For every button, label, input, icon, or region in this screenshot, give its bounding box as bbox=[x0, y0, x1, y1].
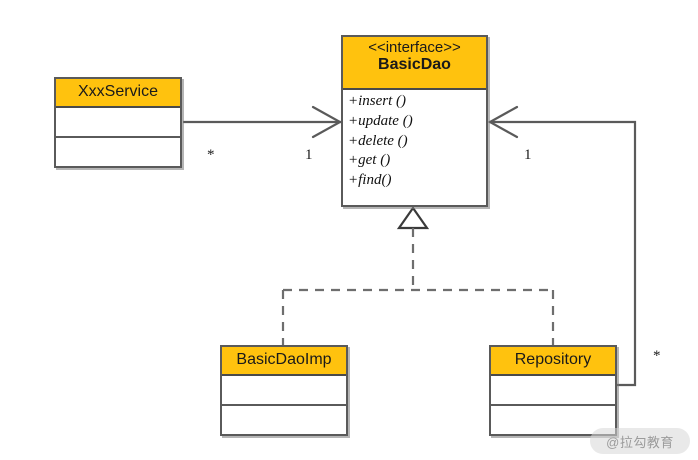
stereotype-label-basic-dao: <<interface>> bbox=[368, 39, 461, 56]
multiplicity-service-side: * bbox=[207, 147, 215, 163]
attributes-compartment-basic-dao-imp bbox=[222, 376, 346, 406]
class-name-basic-dao: BasicDao bbox=[378, 56, 451, 74]
association-service-to-dao bbox=[183, 105, 343, 139]
class-box-xxx-service[interactable]: XxxService bbox=[54, 77, 182, 168]
attributes-compartment-xxx-service bbox=[56, 108, 180, 138]
class-name-xxx-service: XxxService bbox=[56, 79, 180, 108]
method-update: +update () bbox=[348, 112, 413, 129]
attributes-compartment-repository bbox=[491, 376, 615, 406]
class-name-repository: Repository bbox=[491, 347, 615, 376]
realization-dashed-lines bbox=[281, 228, 555, 345]
class-box-basic-dao-imp[interactable]: BasicDaoImp bbox=[220, 345, 348, 436]
methods-compartment-xxx-service bbox=[56, 138, 180, 166]
association-repository-to-dao bbox=[487, 105, 637, 387]
class-box-basic-dao[interactable]: <<interface>> BasicDao +insert () +updat… bbox=[341, 35, 488, 207]
multiplicity-dao-side-left: 1 bbox=[305, 147, 313, 163]
method-insert: +insert () bbox=[348, 93, 407, 109]
class-box-repository[interactable]: Repository bbox=[489, 345, 617, 436]
class-name-basic-dao-imp: BasicDaoImp bbox=[222, 347, 346, 376]
multiplicity-repository-side: * bbox=[653, 348, 661, 364]
method-delete: +delete () bbox=[348, 132, 408, 149]
methods-compartment-basic-dao: +insert () +update () +delete () +get ()… bbox=[343, 90, 486, 205]
methods-compartment-basic-dao-imp bbox=[222, 406, 346, 434]
methods-compartment-repository bbox=[491, 406, 615, 434]
method-get: +get () bbox=[348, 152, 391, 169]
multiplicity-dao-side-right: 1 bbox=[524, 147, 532, 163]
watermark: @拉勾教育 bbox=[590, 428, 690, 454]
class-header-basic-dao: <<interface>> BasicDao bbox=[343, 37, 486, 90]
realization-triangle-icon bbox=[396, 206, 430, 230]
method-find: +find() bbox=[348, 172, 392, 189]
